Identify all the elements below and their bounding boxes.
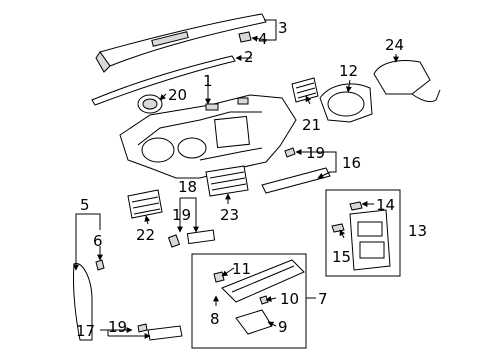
cluster-bezel-part: [319, 83, 373, 123]
callout-20: 20: [168, 86, 187, 104]
callout-9: 9: [278, 318, 288, 336]
callout-6: 6: [93, 232, 103, 250]
lower-trim-strip-part: [261, 167, 331, 194]
callout-1: 1: [203, 72, 213, 90]
callout-5: 5: [80, 196, 90, 214]
callout-13: 13: [408, 222, 427, 240]
callout-19-middle: 19: [172, 206, 191, 224]
callout-17: 17: [76, 322, 95, 340]
callout-15: 15: [332, 248, 351, 266]
round-vent-part: [137, 94, 163, 114]
leader-lines: [73, 19, 399, 339]
center-bezel-group-frame: [325, 189, 401, 277]
callout-23: 23: [220, 206, 239, 224]
top-pad-part: [95, 13, 267, 73]
pad-clip-part: [238, 31, 252, 43]
clip-pair-part: [167, 229, 216, 248]
center-vent-part: [205, 165, 249, 197]
callout-19-upper: 19: [306, 144, 325, 162]
glove-box-group-frame: [191, 253, 307, 349]
callout-3: 3: [278, 19, 288, 37]
airbag-module-part: [373, 60, 441, 103]
callout-22: 22: [136, 226, 155, 244]
callout-7: 7: [318, 290, 328, 308]
small-trim-part: [137, 323, 183, 341]
callout-4: 4: [258, 30, 268, 48]
side-vent-part: [291, 77, 319, 103]
screw-part: [284, 147, 296, 158]
end-cap-part: [72, 259, 105, 341]
instrument-panel-part: [119, 94, 297, 179]
callout-21: 21: [302, 116, 321, 134]
callout-14: 14: [376, 196, 395, 214]
left-vent-part: [127, 189, 163, 219]
callout-8: 8: [210, 310, 220, 328]
defroster-strip-part: [91, 55, 236, 106]
callout-16: 16: [342, 154, 361, 172]
center-bezel-part: [331, 201, 391, 271]
callout-10: 10: [280, 290, 299, 308]
callout-12: 12: [339, 62, 358, 80]
callout-11: 11: [232, 260, 251, 278]
callout-24: 24: [385, 36, 404, 54]
callout-2: 2: [244, 48, 254, 66]
glove-box-door-part: [213, 259, 305, 335]
callout-19-lower: 19: [108, 318, 127, 336]
callout-18: 18: [178, 178, 197, 196]
